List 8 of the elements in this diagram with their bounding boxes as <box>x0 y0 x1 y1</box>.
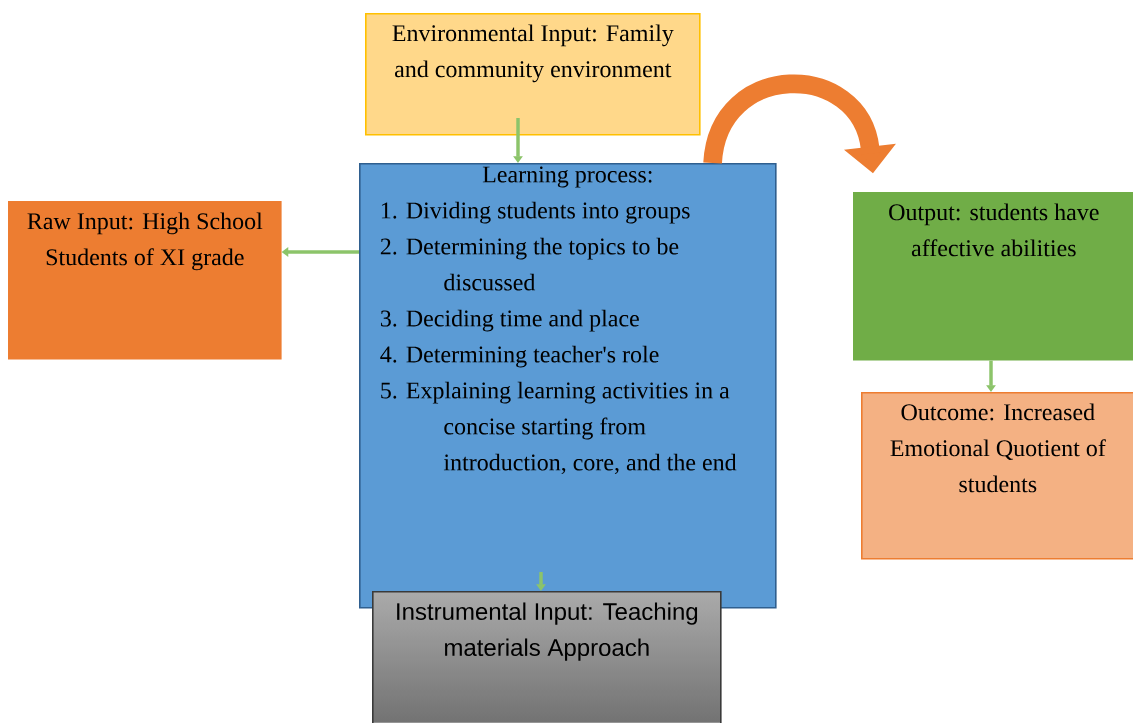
input-box: Environmental Input: Family and community environment <box>365 13 701 136</box>
arrow <box>536 572 546 591</box>
arrow <box>513 118 523 163</box>
arrow <box>986 360 996 392</box>
outcome-box: Outcome: Increased Emotional Quotient of students <box>861 392 1133 560</box>
output-box: Output: students have affective abilities <box>853 192 1133 361</box>
input-box: Instrumental Input: Teaching materials Approach <box>372 591 722 723</box>
input-box: Raw Input: High School Students of XI grade <box>8 201 282 360</box>
